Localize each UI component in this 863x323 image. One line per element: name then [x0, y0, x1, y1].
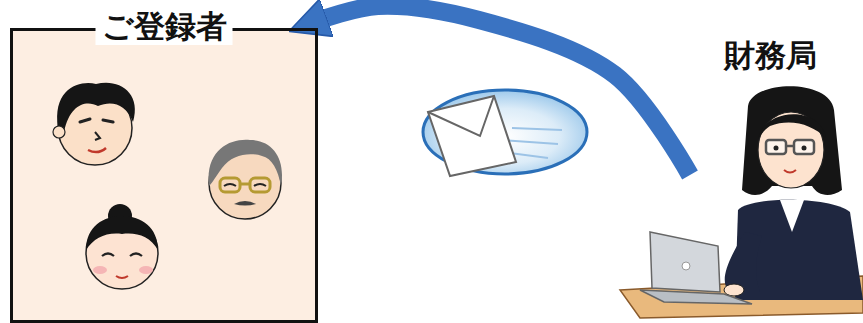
actor-panel: 財務局	[690, 34, 850, 310]
actor-label: 財務局	[724, 38, 817, 74]
staff-figure	[724, 86, 863, 300]
group-box: ご登録者	[10, 28, 318, 323]
mail-icon	[423, 90, 587, 176]
group-heading: ご登録者	[96, 9, 233, 45]
woman-face	[86, 204, 158, 289]
man-face	[53, 83, 135, 165]
older-man-face	[209, 140, 282, 219]
box-ground	[12, 30, 316, 323]
laptop	[640, 232, 752, 304]
send-arrow	[319, 6, 690, 175]
